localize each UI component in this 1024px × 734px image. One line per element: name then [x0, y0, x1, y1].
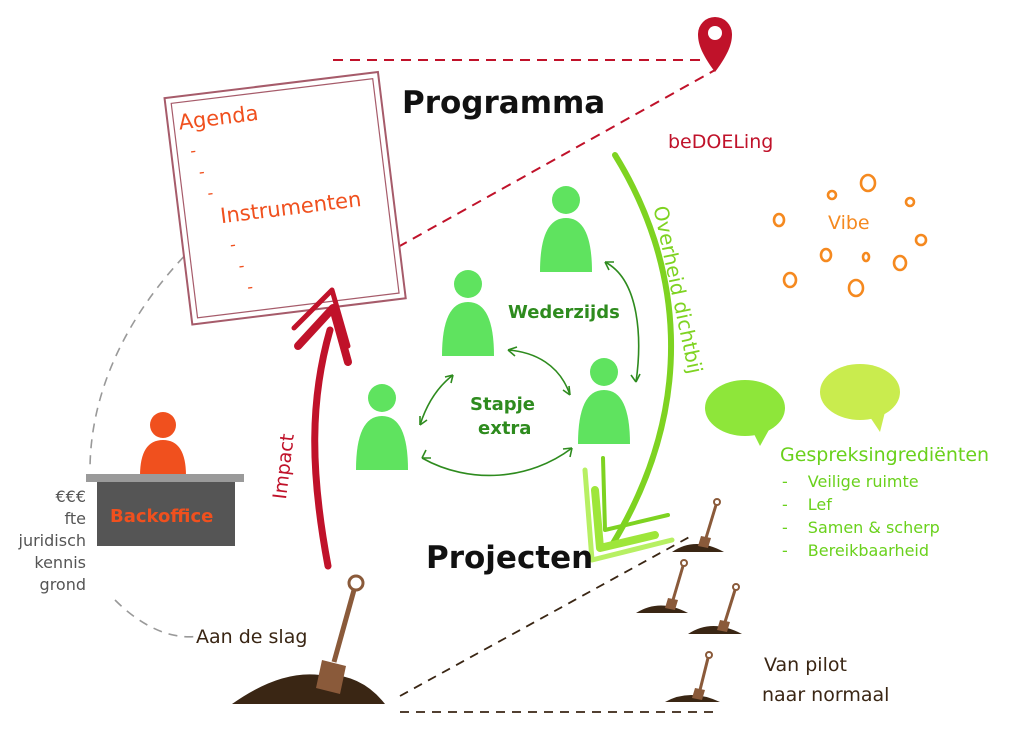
gespreks-list: -Veilige ruimte -Lef -Samen & scherp -Be…	[782, 470, 940, 562]
funnel-dashed-line	[397, 69, 716, 248]
programma-title: Programma	[402, 85, 606, 121]
agenda-dash: -	[206, 183, 215, 203]
speech-bubble-icon	[820, 364, 900, 432]
projecten-title: Projecten	[426, 540, 594, 576]
backoffice-arc-bottom	[114, 599, 201, 638]
gespreks-item: -Veilige ruimte	[782, 472, 919, 491]
overheid-arrow	[582, 152, 675, 563]
resource-item: fte	[64, 509, 86, 528]
agenda-dash: -	[197, 161, 206, 182]
van-pilot-label: Van pilot	[764, 654, 847, 676]
location-pin-icon	[698, 17, 732, 72]
desk-top	[86, 474, 244, 482]
extra-label: extra	[478, 418, 532, 439]
agenda-card	[163, 70, 407, 326]
small-shovel-icon	[636, 559, 688, 613]
resource-item: €€€	[55, 487, 86, 506]
instrumenten-label: Instrumenten	[218, 187, 363, 229]
small-shovel-icon	[665, 651, 720, 702]
naar-normaal-label: naar normaal	[762, 684, 890, 706]
person-icon	[540, 186, 592, 272]
resource-item: kennis	[34, 553, 86, 572]
backoffice-desk	[97, 482, 235, 546]
person-icon	[356, 384, 408, 470]
agenda-card-text: Agenda - - - Instrumenten - - -	[170, 81, 395, 319]
projects-dashed-line	[399, 534, 694, 697]
backoffice-person-icon	[140, 412, 186, 476]
backoffice-arc-top	[89, 244, 196, 471]
bedoeling-label: beDOELing	[668, 131, 774, 153]
people-group	[356, 186, 630, 470]
big-shovel-icon	[232, 574, 385, 704]
gespreks-title: Gespreksingrediënten	[780, 444, 990, 466]
agenda-dash: -	[228, 234, 237, 255]
vibe-label: Vibe	[828, 212, 870, 234]
small-shovel-icon	[672, 498, 724, 552]
impact-arrow	[291, 287, 352, 570]
small-shovel-icon	[688, 583, 742, 634]
agenda-dash: -	[189, 140, 198, 161]
gespreks-item: -Lef	[782, 495, 832, 514]
aan-de-slag-label: Aan de slag	[196, 626, 308, 648]
speech-bubble-icon	[705, 380, 785, 446]
resource-item: grond	[39, 575, 86, 594]
backoffice-label: Backoffice	[110, 506, 214, 527]
agenda-dash: -	[237, 255, 246, 276]
resource-item: juridisch	[18, 531, 86, 550]
agenda-dash: -	[246, 276, 255, 297]
people-connections	[419, 261, 641, 477]
vibe-bubbles	[772, 173, 928, 298]
gespreks-item: -Samen & scherp	[782, 518, 940, 537]
person-icon	[578, 358, 630, 444]
person-icon	[442, 270, 494, 356]
wederzijds-label: Wederzijds	[508, 302, 620, 323]
gespreks-item: -Bereikbaarheid	[782, 541, 930, 560]
agenda-label: Agenda	[177, 100, 260, 135]
backoffice-resources-list: €€€ fte juridisch kennis grond	[4, 486, 86, 596]
stapje-label: Stapje	[470, 394, 535, 415]
